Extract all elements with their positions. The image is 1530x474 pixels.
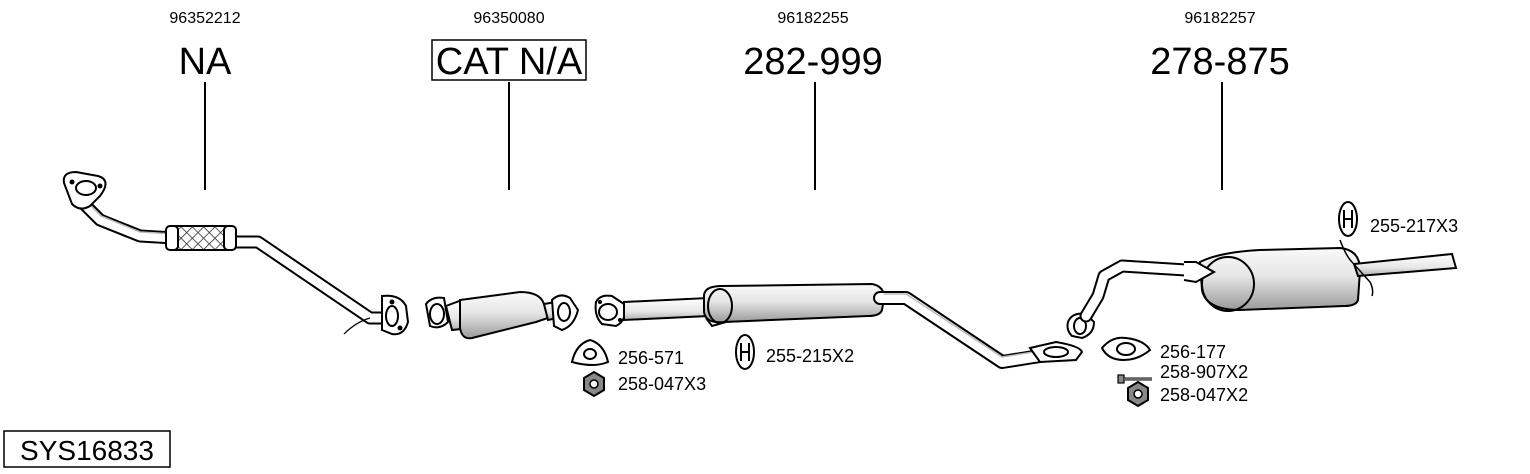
part-label-middle-silencer: 282-999 bbox=[743, 41, 882, 83]
rubber-hanger-icon bbox=[735, 334, 755, 370]
nut-icon bbox=[583, 370, 605, 398]
accessory-label-gasket-rear: 256-177 bbox=[1160, 342, 1226, 362]
front-pipe-drawing bbox=[62, 170, 410, 336]
bolt-icon bbox=[1117, 374, 1152, 384]
oe-number-middle-silencer: 96182255 bbox=[777, 10, 848, 27]
rear-silencer-drawing bbox=[1066, 239, 1458, 340]
middle-silencer-drawing bbox=[594, 282, 1084, 369]
part-label-catalyst: CAT N/A bbox=[436, 41, 583, 83]
catalytic-converter-drawing bbox=[424, 290, 580, 340]
accessory-label-nut-front: 258-047X3 bbox=[618, 374, 706, 394]
system-code: SYS16833 bbox=[20, 435, 154, 466]
accessory-label-hanger-rear: 255-217X3 bbox=[1370, 216, 1458, 236]
accessory-label-gasket-front: 256-571 bbox=[618, 348, 684, 368]
catalyst-label-box bbox=[431, 39, 587, 81]
accessory-label-hanger-middle: 255-215X2 bbox=[766, 346, 854, 366]
gasket-icon bbox=[1100, 336, 1152, 362]
accessory-label-nut-rear: 258-047X2 bbox=[1160, 385, 1248, 405]
nut-icon bbox=[1127, 380, 1149, 408]
part-label-front-pipe: NA bbox=[179, 41, 232, 83]
system-code-box bbox=[3, 430, 171, 468]
oe-number-front-pipe: 96352212 bbox=[169, 10, 240, 27]
rubber-hanger-icon bbox=[1338, 201, 1358, 237]
oe-number-catalyst: 96350080 bbox=[473, 10, 544, 27]
accessory-label-bolt-rear: 258-907X2 bbox=[1160, 362, 1248, 382]
part-label-rear-silencer: 278-875 bbox=[1150, 41, 1289, 83]
oe-number-rear-silencer: 96182257 bbox=[1184, 10, 1255, 27]
gasket-icon bbox=[570, 338, 610, 366]
